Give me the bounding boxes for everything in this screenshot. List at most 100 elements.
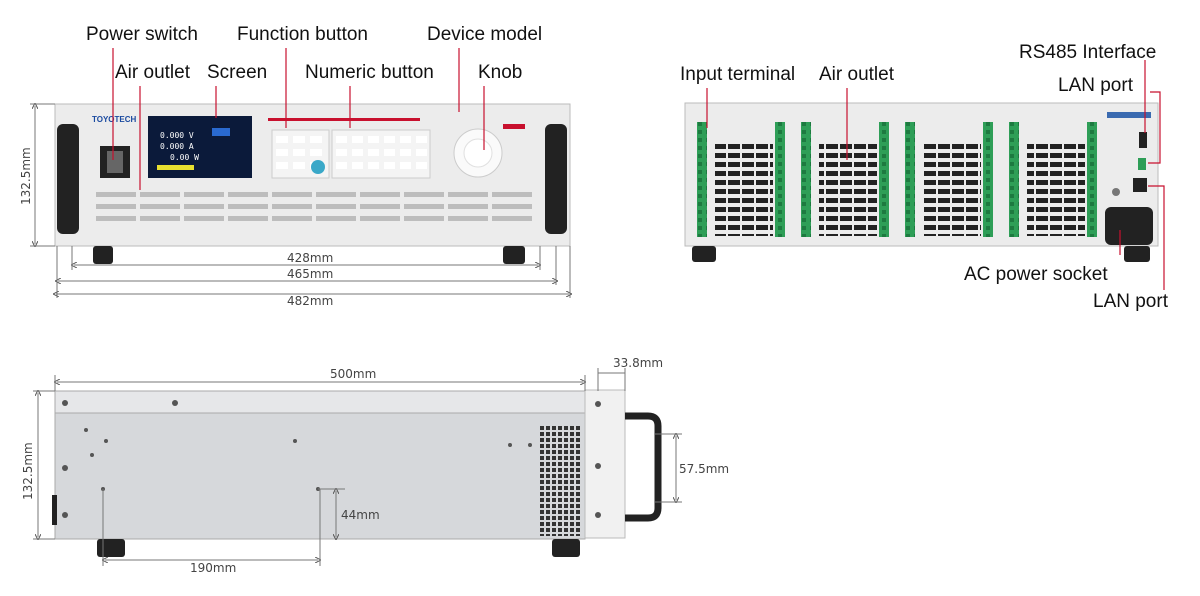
foot	[93, 246, 113, 264]
foot	[692, 246, 716, 262]
numeric-key[interactable]	[416, 136, 427, 143]
dim-side-height: 132.5mm	[21, 442, 35, 500]
numeric-key[interactable]	[384, 162, 395, 169]
vent-slot	[404, 216, 444, 221]
vent-slot	[360, 192, 400, 197]
dim-front-height: 132.5mm	[19, 147, 33, 205]
dim-44: 44mm	[341, 508, 380, 522]
label-screen: Screen	[207, 62, 267, 83]
vent-slot	[228, 192, 268, 197]
vent-slot	[228, 204, 268, 209]
label-numeric-button: Numeric button	[305, 62, 434, 83]
numeric-key[interactable]	[416, 162, 427, 169]
function-key[interactable]	[310, 136, 322, 143]
label-device-model: Device model	[427, 24, 542, 45]
vent-slot	[404, 192, 444, 197]
rear-leader-lines	[706, 60, 1165, 290]
foot	[503, 246, 525, 264]
foot	[552, 539, 580, 557]
input-terminal[interactable]	[905, 122, 915, 237]
side-connector	[52, 495, 57, 525]
function-key[interactable]	[293, 149, 305, 156]
front-view: TOYOTECH 0.000 V 0.000 A 0.00 W	[54, 103, 571, 264]
vent-slot	[404, 204, 444, 209]
function-key[interactable]	[293, 136, 305, 143]
ac-power-socket[interactable]	[1105, 207, 1153, 245]
power-switch-rocker	[107, 151, 123, 173]
enter-button[interactable]	[311, 160, 325, 174]
input-terminal[interactable]	[1087, 122, 1097, 237]
numeric-key[interactable]	[336, 136, 347, 143]
numeric-key[interactable]	[400, 136, 411, 143]
function-key[interactable]	[276, 149, 288, 156]
function-key[interactable]	[276, 136, 288, 143]
label-air-outlet: Air outlet	[115, 62, 191, 83]
function-key[interactable]	[310, 149, 322, 156]
input-terminal[interactable]	[775, 122, 785, 237]
screen-indicator	[212, 128, 230, 136]
right-handle	[545, 124, 567, 234]
knob-center	[463, 138, 493, 168]
vent-slot	[492, 216, 532, 221]
numeric-key[interactable]	[352, 136, 363, 143]
vent-slot	[316, 204, 356, 209]
dim-33-8: 33.8mm	[613, 356, 663, 370]
vent-slot	[448, 216, 488, 221]
function-key[interactable]	[293, 162, 305, 169]
current-readout: 0.000 A	[160, 142, 194, 151]
vent-slot	[184, 204, 224, 209]
rear-view	[684, 102, 1159, 262]
vent-slot	[272, 204, 312, 209]
numeric-key[interactable]	[368, 149, 379, 156]
label-function-button: Function button	[237, 24, 368, 45]
input-terminal[interactable]	[801, 122, 811, 237]
left-handle	[57, 124, 79, 234]
numeric-key[interactable]	[384, 149, 395, 156]
rear-label-plate	[1107, 112, 1151, 118]
vent-slot	[184, 192, 224, 197]
rs485-port[interactable]	[1139, 132, 1147, 148]
vent-slot	[360, 216, 400, 221]
dim-57-5: 57.5mm	[679, 462, 729, 476]
vent-slot	[272, 216, 312, 221]
brand-logo: TOYOTECH	[92, 115, 137, 124]
input-terminal[interactable]	[1009, 122, 1019, 237]
power-readout: 0.00 W	[170, 153, 199, 162]
vent-slot	[228, 216, 268, 221]
numeric-buttons[interactable]	[331, 129, 431, 179]
lan-port-rj45[interactable]	[1133, 178, 1147, 192]
numeric-key[interactable]	[416, 149, 427, 156]
front-leader-lines	[112, 48, 485, 190]
rear-air-outlet	[1027, 144, 1085, 236]
vent-slot	[272, 192, 312, 197]
label-lan-port-top: LAN port	[1058, 75, 1134, 96]
numeric-key[interactable]	[400, 149, 411, 156]
vent-slot	[316, 216, 356, 221]
numeric-key[interactable]	[400, 162, 411, 169]
vent-slot	[96, 204, 136, 209]
numeric-key[interactable]	[352, 149, 363, 156]
vent-slot	[492, 204, 532, 209]
front-dimension-lines	[30, 104, 570, 298]
numeric-key[interactable]	[368, 136, 379, 143]
function-key[interactable]	[276, 162, 288, 169]
numeric-key[interactable]	[352, 162, 363, 169]
dim-465: 465mm	[287, 267, 333, 281]
side-top-strip	[54, 390, 586, 414]
numeric-key[interactable]	[368, 162, 379, 169]
label-rear-air-outlet: Air outlet	[819, 64, 895, 85]
vent-slot	[140, 216, 180, 221]
input-terminal[interactable]	[983, 122, 993, 237]
numeric-key[interactable]	[384, 136, 395, 143]
model-stripe	[268, 118, 420, 121]
vent-slot	[448, 204, 488, 209]
side-dimension-lines	[33, 368, 682, 566]
numeric-key[interactable]	[336, 149, 347, 156]
lan-port-terminal[interactable]	[1138, 158, 1146, 170]
input-terminal[interactable]	[879, 122, 889, 237]
numeric-key[interactable]	[336, 162, 347, 169]
input-terminal[interactable]	[697, 122, 707, 237]
front-air-outlet	[96, 192, 532, 221]
